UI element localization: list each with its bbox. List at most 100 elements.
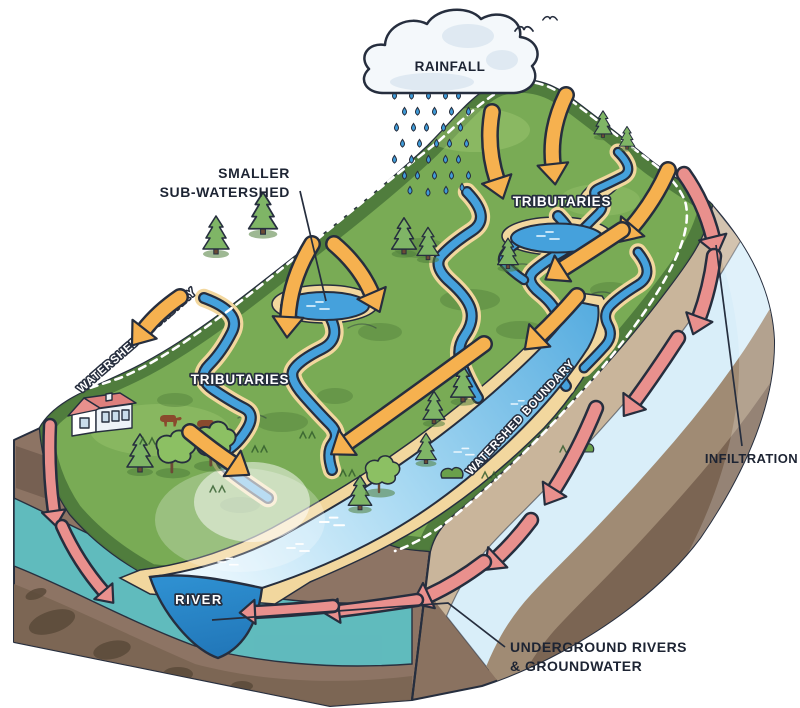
runoff-arrow [137, 290, 187, 337]
runoff-arrow-head [523, 323, 552, 351]
grass-tuft [339, 468, 356, 477]
cloud-shading [390, 73, 474, 91]
bush-icon [440, 466, 464, 479]
infiltration-arrow [678, 168, 719, 244]
infiltration-arrow [693, 250, 720, 324]
sub-watershed-pointer-line [299, 190, 327, 302]
runoff-arrow [327, 237, 379, 301]
underground-label-line1: UNDERGROUND RIVERS [510, 639, 687, 655]
runoff-arrow [483, 105, 504, 187]
rain-cloud-icon [362, 8, 539, 95]
runoff-arrow-head [222, 449, 251, 478]
tributaries-label-left: TRIBUTARIES [191, 372, 290, 387]
cloud-shading [486, 50, 518, 70]
callout-labels: SMALLER SUB-WATERSHED TRIBUTARIES TRIBUT… [160, 165, 798, 674]
pine-tree-icon [593, 110, 613, 141]
runoff-arrow-head [481, 173, 513, 200]
runoff-arrow-head [544, 254, 573, 283]
infiltration-arrow-head [698, 232, 728, 256]
runoff-arrow [183, 425, 240, 471]
grass-tuft [209, 484, 226, 493]
house-icon [67, 392, 137, 437]
raindrop-icon [393, 122, 400, 132]
tributary-streams [194, 143, 656, 508]
rain-cloud-group: RAINFALL [362, 8, 558, 197]
groundwater-flow-arrow [57, 521, 109, 597]
raindrop-icon [391, 154, 398, 164]
groundwater-flow-arrow [44, 420, 59, 517]
raindrop-icon [410, 122, 417, 132]
tributaries-label-right: TRIBUTARIES [513, 194, 612, 209]
runoff-arrow-head [536, 161, 570, 186]
groundwater-arrows [40, 165, 728, 626]
infiltration-arrow-head [685, 311, 714, 336]
infiltration-arrow [491, 514, 537, 564]
pine-tree-icon [202, 215, 230, 259]
grass-tuft [481, 470, 498, 479]
tributary-stream [288, 308, 340, 474]
groundwater-flow-arrow [249, 601, 338, 617]
water-ripple [217, 557, 239, 566]
watershed-boundary-dashed-line [30, 80, 689, 553]
buried-rock [93, 640, 131, 660]
infiltration-arrow [628, 332, 684, 408]
raindrop-icon [399, 138, 406, 148]
grass-tuft [139, 436, 156, 445]
runoff-arrow [281, 237, 319, 325]
main-river [151, 222, 604, 590]
groundwater-flow-arrow-head [40, 508, 67, 528]
runoff-arrow-head [271, 315, 305, 339]
pine-tree-icon [618, 125, 636, 153]
runoff-arrow-head [330, 428, 358, 456]
water-ripple [453, 447, 475, 456]
infiltration-arrow-head [541, 480, 568, 506]
raindrop-icon [448, 106, 455, 116]
river-highlight [155, 468, 325, 572]
scenery [67, 110, 636, 515]
water-ripple [318, 516, 346, 527]
river-highlight [194, 462, 310, 542]
runoff-arrow [340, 337, 491, 450]
tributary-stream [580, 248, 651, 372]
underground-pointer-line [211, 602, 506, 648]
raindrop-icon [431, 106, 438, 116]
runoff-arrow [545, 88, 573, 172]
rainfall-label: RAINFALL [415, 59, 486, 74]
river-cross-section: RIVER [148, 574, 264, 660]
raindrop-icon [423, 122, 430, 132]
sub-watershed-label-line1: SMALLER [218, 165, 290, 181]
infiltration-arrow-head [622, 391, 647, 417]
underground-label-line2: & GROUNDWATER [510, 658, 642, 674]
raindrop-icon [440, 122, 447, 132]
infiltration-pointer-line [715, 244, 743, 447]
water-ripple [510, 400, 530, 408]
side-face-highlight [688, 205, 775, 553]
water-ripple [286, 543, 310, 552]
cloud-shading [442, 24, 494, 48]
water-ripple [306, 301, 330, 310]
infiltration-label: INFILTRATION [705, 451, 798, 466]
grass-tuft [299, 430, 316, 439]
tributary-stream [581, 149, 631, 231]
runoff-arrow [532, 289, 584, 343]
raindrop-icon [408, 154, 415, 164]
infiltration-arrow [422, 556, 490, 602]
runoff-arrow-head [356, 285, 387, 313]
bird-icon [542, 15, 558, 21]
runoff-arrow-head [130, 318, 158, 347]
soil-layer-bottom [14, 584, 412, 706]
sub-watershed-label-line2: SUB-WATERSHED [160, 184, 290, 200]
buried-rock [25, 587, 47, 601]
grass-tuft [251, 444, 268, 453]
infiltration-arrow [548, 402, 602, 496]
water-ripple [536, 231, 560, 240]
river-cut-water [148, 574, 264, 660]
buried-rock [28, 609, 76, 635]
river-label: RIVER [175, 592, 223, 607]
water-ripples [217, 231, 560, 566]
corner-edge [410, 550, 432, 701]
soil-layer-mid [486, 291, 775, 700]
raindrop-icon [416, 138, 423, 148]
